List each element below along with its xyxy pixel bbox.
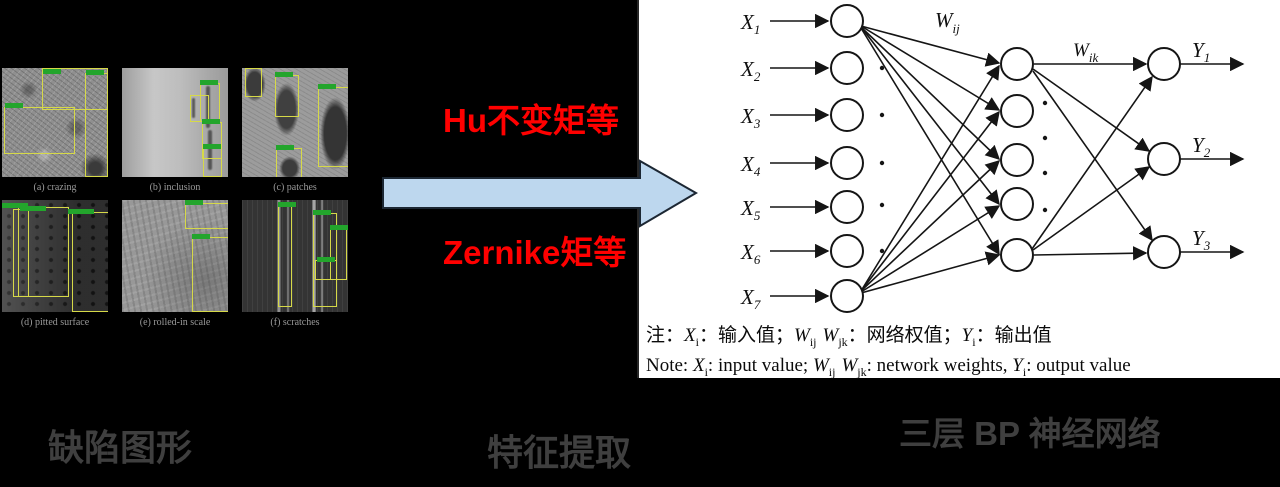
svg-text:X4: X4 bbox=[740, 152, 761, 179]
detection-label bbox=[278, 202, 296, 207]
svg-text:Y1: Y1 bbox=[1192, 38, 1210, 65]
svg-text:Y3: Y3 bbox=[1192, 226, 1211, 253]
defect-caption: (e) rolled-in scale bbox=[139, 317, 211, 328]
defect-image-crazing: (a) crazing bbox=[2, 68, 108, 193]
hidden-layer-nodes bbox=[1000, 47, 1034, 272]
inclusion-streak bbox=[192, 98, 195, 118]
defect-caption: (f) scratches bbox=[270, 317, 320, 328]
defect-photo-rolled-in-scale bbox=[122, 200, 228, 312]
detection-label bbox=[5, 103, 23, 108]
weight-label-wik: Wik bbox=[1073, 40, 1098, 65]
defect-image-pitted-surface: (d) pitted surface bbox=[2, 200, 108, 328]
output-labels: Y1 Y2 Y3 bbox=[1192, 38, 1211, 253]
input-arrows bbox=[770, 13, 830, 304]
bounding-box bbox=[72, 212, 108, 312]
defect-caption: (a) crazing bbox=[33, 182, 77, 193]
stage-label-feature-extraction: 特征提取 bbox=[487, 432, 632, 473]
defect-photo-inclusion bbox=[122, 68, 228, 177]
svg-text:X6: X6 bbox=[740, 240, 761, 267]
detection-label bbox=[200, 80, 218, 85]
bounding-box bbox=[192, 237, 228, 312]
bounding-box bbox=[85, 73, 108, 177]
defect-image-patches: (c) patches bbox=[242, 68, 348, 193]
bounding-box bbox=[278, 205, 292, 307]
defect-caption: (c) patches bbox=[273, 182, 317, 193]
detection-label bbox=[68, 209, 94, 214]
input-labels: X1 X2 X3 X4 X5 X6 X7 bbox=[740, 10, 761, 312]
flow-arrow-shape bbox=[382, 159, 698, 228]
network-figure-panel: X1 X2 X3 X4 X5 X6 X7 Wij Wik Y1 Y2 Y3 注：… bbox=[637, 0, 1280, 379]
detection-label bbox=[185, 200, 203, 205]
weight-labels: Wij Wik bbox=[935, 8, 1098, 65]
defect-image-scratches: (f) scratches bbox=[242, 200, 348, 328]
output-arrows bbox=[1180, 56, 1245, 260]
input-layer-nodes bbox=[830, 4, 864, 313]
detection-label bbox=[2, 203, 28, 208]
input-to-hidden-connections bbox=[860, 25, 1001, 294]
svg-text:X3: X3 bbox=[740, 104, 761, 131]
defect-image-rolled-in-scale: (e) rolled-in scale bbox=[122, 200, 228, 328]
detection-label bbox=[86, 70, 104, 75]
bounding-box bbox=[318, 87, 348, 167]
detection-label bbox=[43, 69, 61, 74]
bounding-box bbox=[203, 147, 222, 177]
bounding-box bbox=[276, 148, 302, 177]
defect-caption: (d) pitted surface bbox=[20, 317, 90, 328]
defect-image-grid: (a) crazing (b) inclusion (c) patches bbox=[2, 68, 348, 340]
bounding-box bbox=[190, 95, 209, 122]
bounding-box bbox=[185, 203, 228, 229]
ellipsis-dots bbox=[879, 65, 1048, 254]
detection-label bbox=[276, 145, 294, 150]
detection-label bbox=[318, 84, 336, 89]
svg-text:X1: X1 bbox=[740, 10, 760, 37]
detection-label bbox=[203, 144, 221, 149]
detection-label bbox=[317, 257, 335, 262]
flow-arrow bbox=[382, 159, 698, 228]
defect-photo-crazing bbox=[2, 68, 108, 177]
defect-photo-pitted-surface bbox=[2, 200, 108, 312]
detection-label bbox=[275, 72, 293, 77]
bounding-box bbox=[4, 107, 75, 154]
stage-label-bp-network: 三层 BP 神经网络 bbox=[899, 415, 1161, 452]
detection-label bbox=[313, 210, 331, 215]
detection-label bbox=[202, 119, 220, 124]
bounding-box bbox=[275, 75, 299, 117]
defect-image-inclusion: (b) inclusion bbox=[122, 68, 228, 193]
weight-label-wij: Wij bbox=[935, 8, 960, 36]
bounding-box bbox=[18, 207, 69, 297]
svg-text:Y2: Y2 bbox=[1192, 133, 1211, 160]
defect-caption: (b) inclusion bbox=[149, 182, 201, 193]
bounding-box bbox=[245, 68, 262, 97]
feature-method-hu: Hu不变矩等 bbox=[443, 102, 619, 139]
svg-text:X2: X2 bbox=[740, 57, 761, 84]
defect-photo-patches bbox=[242, 68, 348, 177]
bp-network-diagram: X1 X2 X3 X4 X5 X6 X7 Wij Wik Y1 Y2 Y3 bbox=[740, 4, 1245, 313]
defect-photo-scratches bbox=[242, 200, 348, 312]
hidden-to-output-connections bbox=[1031, 56, 1153, 261]
bounding-box bbox=[315, 260, 337, 280]
detection-label bbox=[192, 234, 210, 239]
detection-label bbox=[20, 206, 46, 211]
inclusion-streak bbox=[208, 130, 212, 170]
svg-text:X5: X5 bbox=[740, 196, 761, 223]
output-layer-nodes bbox=[1147, 47, 1181, 269]
detection-label bbox=[330, 225, 348, 230]
svg-text:X7: X7 bbox=[740, 285, 761, 312]
stage-label-defect-images: 缺陷图形 bbox=[48, 427, 193, 468]
feature-method-zernike: Zernike矩等 bbox=[443, 234, 627, 271]
